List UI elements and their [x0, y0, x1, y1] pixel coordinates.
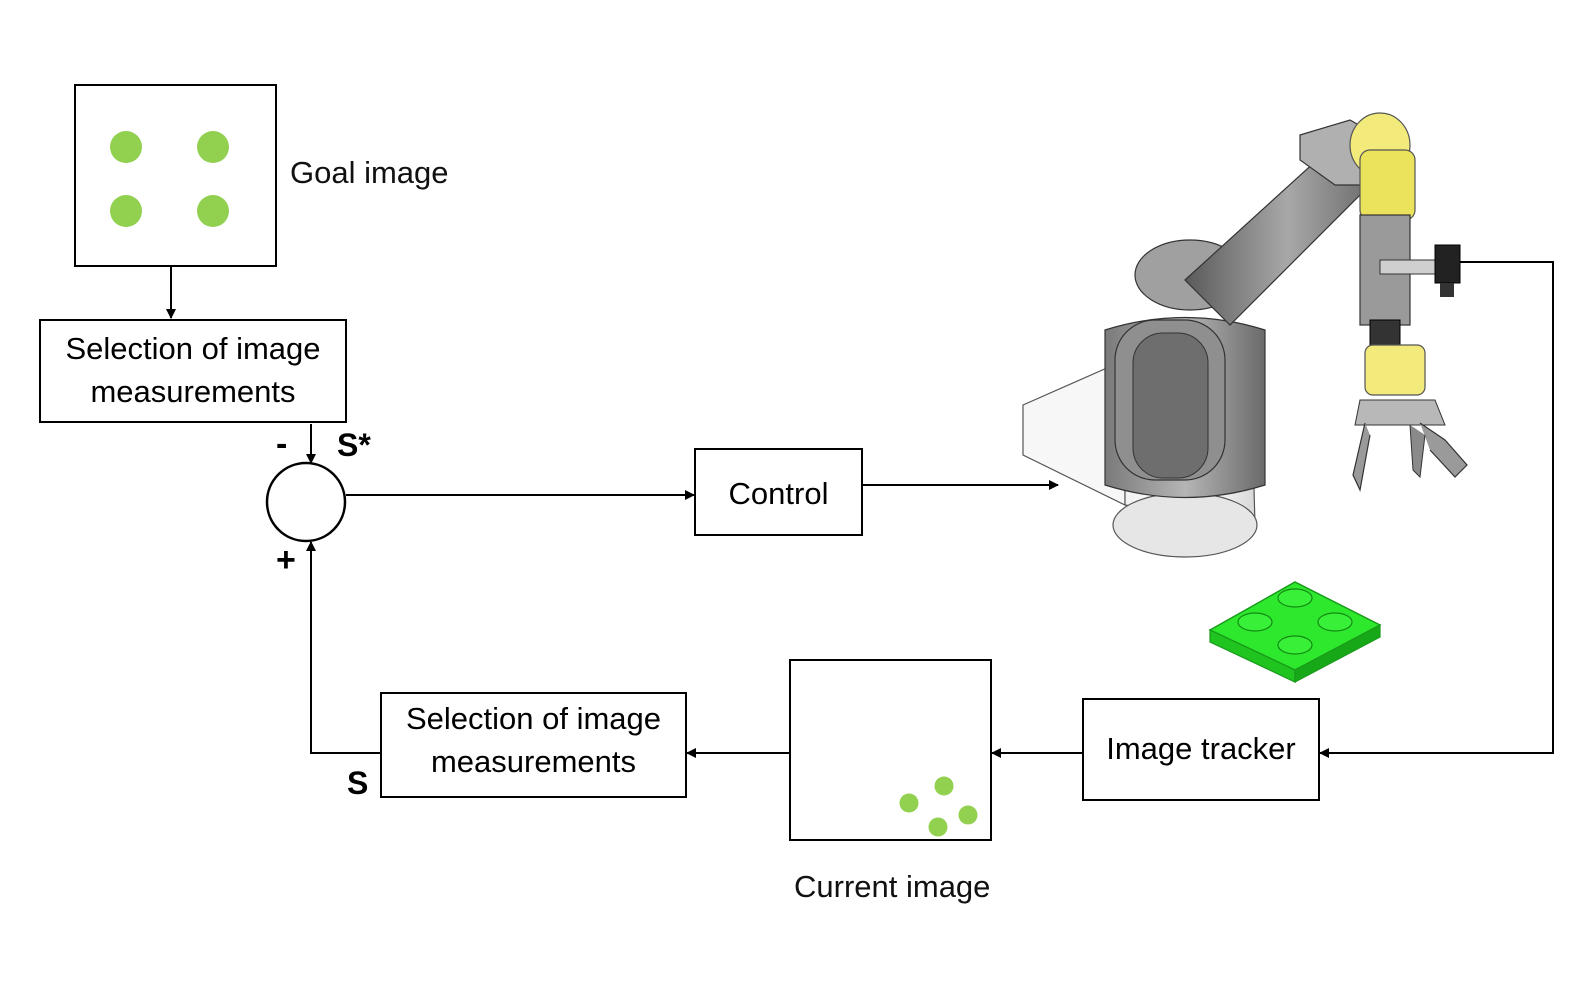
feature-dot: [934, 776, 954, 796]
current-image-label: Current image: [794, 869, 991, 904]
arrow-camera-to-tracker: [1319, 261, 1554, 758]
robot-arm-illustration: [1022, 112, 1468, 558]
feature-dot: [110, 195, 142, 227]
selection-top-line1: Selection of image: [65, 331, 321, 366]
image-tracker-label: Image tracker: [1106, 731, 1296, 766]
goal-image-frame: [74, 84, 277, 267]
current-image-frame: [789, 659, 992, 841]
selection-bottom-line2: measurements: [430, 744, 637, 779]
control-box: Control: [694, 448, 863, 536]
goal-image-label: Goal image: [290, 155, 449, 190]
current-feature-points: [899, 776, 978, 837]
lego-target-object: [1208, 581, 1382, 683]
feature-dot: [899, 793, 919, 813]
feature-dot: [958, 805, 978, 825]
control-label: Control: [728, 476, 829, 511]
feature-dot: [928, 817, 948, 837]
arrow-selection-to-sum-feedback: [306, 541, 380, 754]
image-tracker-box: Image tracker: [1082, 698, 1320, 801]
selection-top-line2: measurements: [90, 374, 296, 409]
minus-sign: -: [276, 425, 288, 463]
s-label: S: [347, 765, 369, 801]
plus-sign: +: [276, 541, 296, 579]
feature-dot: [197, 195, 229, 227]
goal-feature-points: [110, 131, 229, 227]
selection-bottom-line1: Selection of image: [405, 701, 662, 736]
feature-dot: [197, 131, 229, 163]
summing-junction: [265, 461, 347, 543]
s-star-label: S*: [337, 427, 371, 463]
selection-box-top: Selection of image measurements: [39, 319, 347, 423]
selection-box-bottom: Selection of image measurements: [380, 692, 687, 798]
feature-dot: [110, 131, 142, 163]
